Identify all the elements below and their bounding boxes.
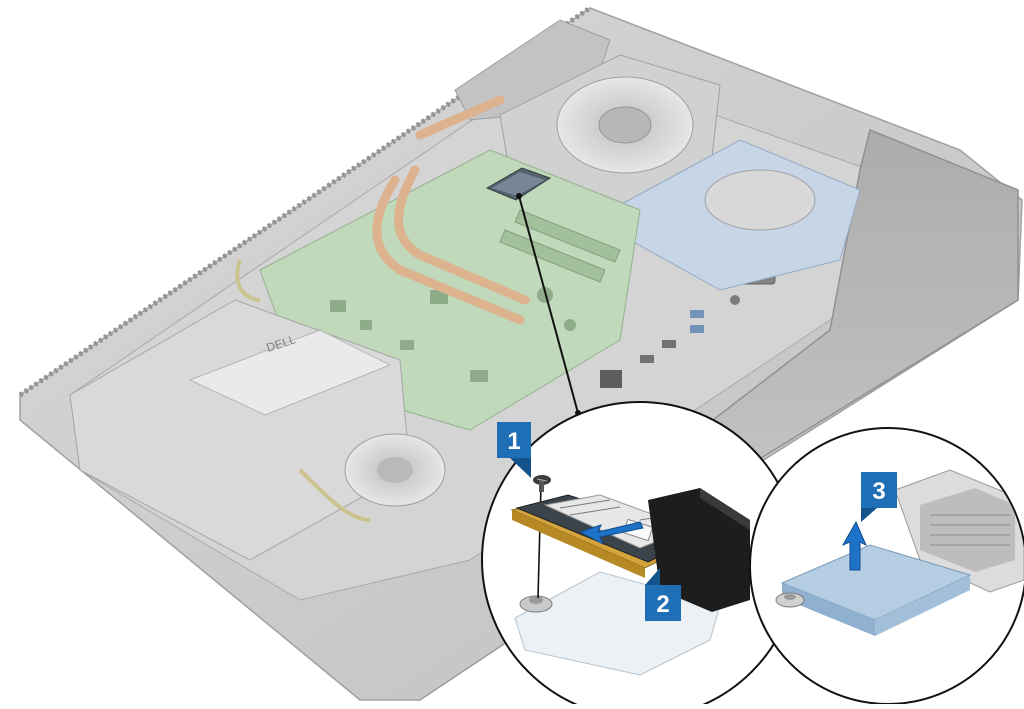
- callout-number-1: 1: [507, 428, 520, 455]
- m2-connector: [648, 488, 750, 612]
- callout-number-3: 3: [872, 478, 885, 505]
- thermal-pad: [780, 544, 972, 636]
- lift-arrow-icon: [841, 520, 868, 571]
- cables: [235, 259, 371, 522]
- psu-fan: [344, 433, 446, 507]
- callout-step-3: 3: [861, 472, 897, 522]
- drive-platter: [704, 169, 816, 231]
- chassis-vent-edge: [18, 5, 592, 398]
- screw-icon: [533, 475, 551, 492]
- memory-modules: [499, 209, 621, 283]
- heat-pipes: [372, 95, 530, 325]
- connector-housing: [894, 469, 1024, 593]
- zoom-detail-thermal-pad: 3: [749, 427, 1024, 705]
- system-fan: [499, 54, 721, 216]
- callout-step-1: 1: [497, 422, 531, 478]
- callout-step-2: 2: [645, 568, 681, 621]
- slide-arrow-icon: [578, 521, 644, 546]
- ssd-in-place: [485, 167, 552, 201]
- callout-number-2: 2: [656, 591, 669, 618]
- zoom-detail-remove: 1 2: [481, 401, 799, 709]
- board-components: [330, 287, 576, 382]
